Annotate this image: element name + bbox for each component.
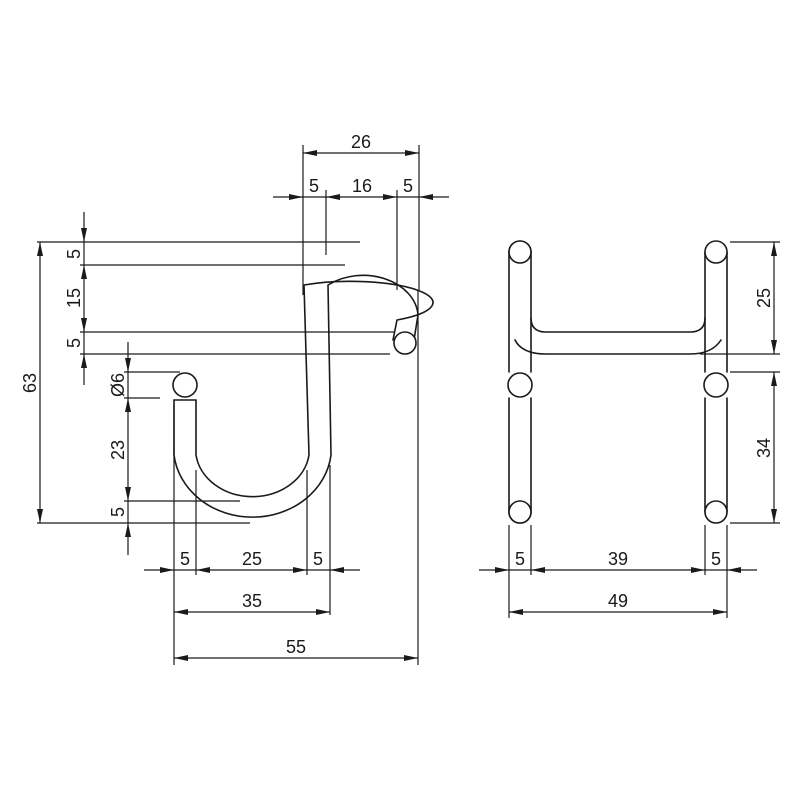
dim-bottom-straight-length: 23: [108, 440, 128, 460]
s-hook-inner-contour: [195, 280, 434, 498]
dim-bottom-wire-left: 5: [180, 549, 190, 569]
dim-top-inner-gap: 16: [352, 176, 372, 196]
left-upright-lower: [508, 397, 532, 513]
dim-front-wire-right: 5: [711, 549, 721, 569]
front-view-dimensions: 25 34 5 39 5 49: [479, 241, 780, 618]
side-view-dimensions: 63 5 15 5 Ø6 23 5 5 25 5 35: [20, 132, 449, 665]
dim-bottom-hook-span: 35: [242, 591, 262, 611]
s-hook-right-ball: [393, 331, 417, 355]
dim-top-tip-offset: 5: [64, 338, 84, 348]
dim-top-inner-depth: 15: [64, 288, 84, 308]
s-hook-outer-contour: [173, 274, 419, 518]
dim-front-overall-width: 49: [608, 591, 628, 611]
cross-bar: [514, 317, 722, 355]
left-upright-top-end: [508, 240, 532, 264]
dim-top-wire-thickness: 5: [64, 249, 84, 259]
s-hook-left-ball: [172, 372, 198, 398]
dim-bottom-wire-thickness: 5: [108, 507, 128, 517]
dim-ball-diameter: Ø6: [108, 373, 128, 397]
dim-bottom-inner-gap: 25: [242, 549, 262, 569]
dim-front-inner-gap: 39: [608, 549, 628, 569]
dim-front-upper-height: 25: [754, 288, 774, 308]
dim-top-wire-right: 5: [403, 176, 413, 196]
right-upright-lower: [704, 397, 728, 513]
dim-front-wire-left: 5: [515, 549, 525, 569]
dim-top-wire-left: 5: [309, 176, 319, 196]
dim-overall-height: 63: [20, 373, 40, 393]
right-upright-ball: [703, 372, 729, 398]
s-hook-side-view: [172, 274, 434, 518]
dim-bottom-wire-right: 5: [313, 549, 323, 569]
h-shape-front-view: [507, 240, 729, 524]
left-upright-ball: [507, 372, 533, 398]
right-upright-bottom-end: [704, 500, 728, 524]
dim-top-hook-span: 26: [351, 132, 371, 152]
left-upright-bottom-end: [508, 500, 532, 524]
left-upright-upper: [508, 251, 532, 373]
right-upright-top-end: [704, 240, 728, 264]
dim-overall-width: 55: [286, 637, 306, 657]
dim-front-lower-height: 34: [754, 438, 774, 458]
